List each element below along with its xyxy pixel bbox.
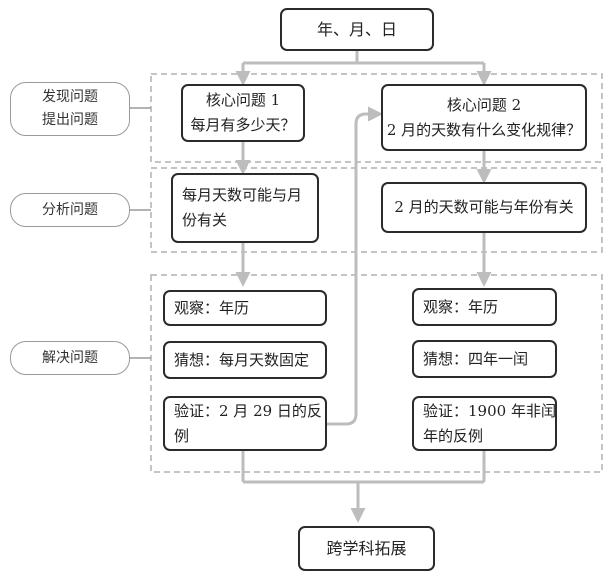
observe-2-text: 观察：年历 bbox=[423, 297, 499, 316]
core-problem-2-box: 核心问题 2 2 月的天数有什么变化规律？ bbox=[381, 84, 587, 151]
core-problem-2-title: 核心问题 2 bbox=[446, 95, 522, 114]
analysis-1-line1: 每月天数可能与月 bbox=[182, 186, 303, 204]
connector-top-split bbox=[243, 51, 484, 65]
connector-merge-bottom bbox=[241, 451, 486, 484]
verify-1-box: 验证：2 月 29 日的反 例 bbox=[163, 396, 327, 451]
stage-frame-analyze bbox=[150, 167, 603, 253]
verify-2-line1: 验证：1900 年非闰 bbox=[423, 401, 556, 420]
observe-1-text: 观察：年历 bbox=[174, 298, 250, 317]
stage-frame-discover bbox=[150, 73, 603, 163]
bottom-node-text: 跨学科拓展 bbox=[326, 539, 407, 558]
verify-1-line2: 例 bbox=[174, 426, 190, 445]
observe-1-box: 观察：年历 bbox=[163, 290, 327, 326]
core-problem-1-title: 核心问题 1 bbox=[205, 91, 281, 109]
analysis-1-line2: 份有关 bbox=[182, 211, 228, 229]
guess-1-box: 猜想：每月天数固定 bbox=[163, 341, 327, 379]
analysis-2-box: 2 月的天数可能与年份有关 bbox=[381, 182, 587, 233]
analysis-2-text: 2 月的天数可能与年份有关 bbox=[394, 198, 574, 216]
top-node-text: 年、月、日 bbox=[316, 20, 397, 39]
observe-2-box: 观察：年历 bbox=[412, 288, 557, 326]
core-problem-1-question: 每月有多少天？ bbox=[190, 116, 296, 134]
stage-label-discover-line2: 提出问题 bbox=[42, 112, 98, 128]
guess-2-box: 猜想：四年一闰 bbox=[412, 340, 557, 378]
verify-1-line1: 验证：2 月 29 日的反 bbox=[174, 401, 322, 420]
core-problem-1-box: 核心问题 1 每月有多少天？ bbox=[181, 84, 305, 142]
bottom-node-interdisciplinary: 跨学科拓展 bbox=[298, 526, 435, 571]
verify-2-box: 验证：1900 年非闰 年的反例 bbox=[412, 396, 557, 451]
guess-1-text: 猜想：每月天数固定 bbox=[174, 350, 310, 369]
analysis-1-box: 每月天数可能与月 份有关 bbox=[171, 173, 319, 243]
stage-label-analyze: 分析问题 bbox=[10, 193, 130, 227]
top-node-year-month-day: 年、月、日 bbox=[280, 8, 434, 51]
stage-label-solve-line1: 解决问题 bbox=[42, 349, 98, 366]
stage-label-discover: 发现问题 提出问题 bbox=[10, 82, 130, 136]
core-problem-2-question: 2 月的天数有什么变化规律？ bbox=[386, 120, 582, 139]
stage-label-solve: 解决问题 bbox=[10, 341, 130, 375]
arrow-verify1-to-core2 bbox=[327, 106, 383, 426]
guess-2-text: 猜想：四年一闰 bbox=[423, 349, 529, 368]
stage-label-analyze-line1: 分析问题 bbox=[42, 201, 98, 218]
verify-2-line2: 年的反例 bbox=[423, 426, 484, 445]
stage-label-discover-line1: 发现问题 bbox=[42, 89, 98, 105]
stage-frame-solve bbox=[150, 274, 603, 473]
